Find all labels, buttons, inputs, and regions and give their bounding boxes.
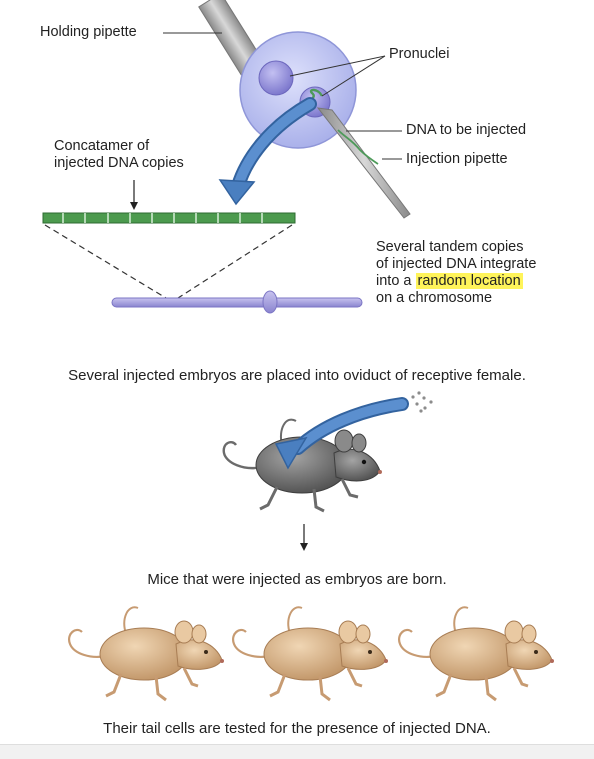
transfer-panel [222,391,433,551]
holding-pipette-label: Holding pipette [40,24,137,40]
integrate-label-line2: of injected DNA integrate [376,256,537,272]
concatamer-label-line2: injected DNA copies [54,155,184,171]
bottom-scroll-strip [0,744,594,759]
female-mouse-icon [222,418,382,513]
pup-mouse-icon [231,605,390,702]
concatamer-bar [42,212,296,224]
caption-oviduct: Several injected embryos are placed into… [68,367,526,384]
pup-mouse-icon [397,605,556,702]
pups-row [67,605,556,702]
concatamer-label-line1: Concatamer of [54,138,150,154]
random-location-highlight: random location [415,273,523,289]
microinjection-panel [42,0,411,314]
pronucleus-left [258,60,294,96]
injection-pipette-icon [316,107,411,219]
integrate-label-line3: into a random location [376,273,523,289]
caption-born: Mice that were injected as embryos are b… [147,571,447,588]
injection-pipette-label: Injection pipette [406,151,508,167]
pronuclei-label: Pronuclei [389,46,450,62]
integrate-label-line1: Several tandem copies [376,239,524,255]
integrate-label-line4: on a chromosome [376,290,493,306]
chromosome [111,290,363,314]
caption-tested: Their tail cells are tested for the pres… [103,720,491,737]
embryo-dots [411,391,433,413]
dna-to-be-injected-label: DNA to be injected [406,122,527,138]
pup-mouse-icon [67,605,226,702]
